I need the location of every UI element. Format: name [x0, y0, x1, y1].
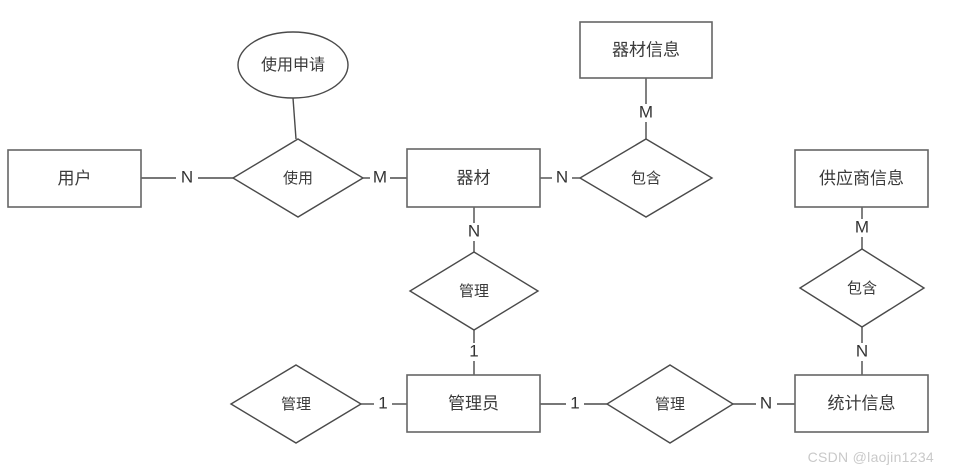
relationship-use[interactable]: 使用 — [231, 138, 365, 218]
entity-box-equipment-info[interactable] — [579, 21, 713, 79]
entity-equipment-info[interactable]: 器材信息 — [579, 21, 713, 79]
relationship-label-contain-equipment: 包含 — [631, 170, 661, 187]
relationship-label-manage-equipment-admin: 管理 — [459, 283, 489, 300]
relationship-label-manage-admin-stats: 管理 — [655, 396, 685, 413]
relationship-label-manage-left: 管理 — [281, 396, 311, 413]
attribute-layer: 使用申请 — [237, 31, 349, 99]
relationship-diamond-manage-left[interactable] — [229, 364, 363, 444]
entity-stats-info[interactable]: 统计信息 — [794, 374, 929, 433]
entity-label-admin: 管理员 — [448, 394, 499, 413]
relationship-manage-equipment-admin[interactable]: 管理 — [408, 251, 540, 331]
card-use-equipment: M — [373, 167, 387, 186]
entity-user[interactable]: 用户 — [7, 149, 142, 208]
relationship-diamond-manage-equipment-admin[interactable] — [408, 251, 540, 331]
entity-label-user: 用户 — [58, 169, 92, 188]
attribute-use-application[interactable]: 使用申请 — [237, 31, 349, 99]
entity-box-admin[interactable] — [406, 374, 541, 433]
relationship-layer: 使用包含管理管理管理包含 — [229, 138, 926, 444]
attribute-ellipse-use-application[interactable] — [237, 31, 349, 99]
entity-label-supplier-info: 供应商信息 — [819, 169, 904, 188]
card-manageleft-admin: 1 — [378, 393, 387, 412]
card-equipment-manage: N — [468, 221, 480, 240]
relationship-contain-equipment[interactable]: 包含 — [578, 138, 714, 218]
relationship-label-use: 使用 — [283, 170, 313, 187]
card-manage-stats: N — [760, 393, 772, 412]
card-manage-admin: 1 — [469, 341, 478, 360]
card-equipmentinfo-contain: M — [639, 102, 653, 121]
entity-supplier-info[interactable]: 供应商信息 — [794, 149, 929, 208]
relationship-diamond-contain-supplier-stats[interactable] — [798, 248, 926, 328]
card-equipment-contain: N — [556, 167, 568, 186]
connector-layer — [141, 78, 863, 405]
card-contain-stats: N — [856, 341, 868, 360]
card-user-use: N — [181, 167, 193, 186]
attribute-label-use-application: 使用申请 — [261, 56, 325, 74]
entity-box-equipment[interactable] — [406, 148, 541, 208]
entity-box-user[interactable] — [7, 149, 142, 208]
relationship-diamond-use[interactable] — [231, 138, 365, 218]
card-admin-manage: 1 — [570, 393, 579, 412]
entity-box-stats-info[interactable] — [794, 374, 929, 433]
entity-equipment[interactable]: 器材 — [406, 148, 541, 208]
entity-box-supplier-info[interactable] — [794, 149, 929, 208]
conn-attr-to-use — [292, 97, 297, 140]
watermark-text: CSDN @laojin1234 — [807, 449, 934, 465]
relationship-contain-supplier-stats[interactable]: 包含 — [798, 248, 926, 328]
card-supplier-contain: M — [855, 217, 869, 236]
relationship-diamond-manage-admin-stats[interactable] — [605, 364, 735, 444]
relationship-diamond-contain-equipment[interactable] — [578, 138, 714, 218]
relationship-label-contain-supplier-stats: 包含 — [847, 280, 877, 297]
entity-label-equipment-info: 器材信息 — [612, 40, 680, 59]
relationship-manage-admin-stats[interactable]: 管理 — [605, 364, 735, 444]
entity-label-equipment: 器材 — [457, 168, 491, 187]
entity-label-stats-info: 统计信息 — [828, 394, 896, 413]
relationship-manage-left[interactable]: 管理 — [229, 364, 363, 444]
entity-admin[interactable]: 管理员 — [406, 374, 541, 433]
